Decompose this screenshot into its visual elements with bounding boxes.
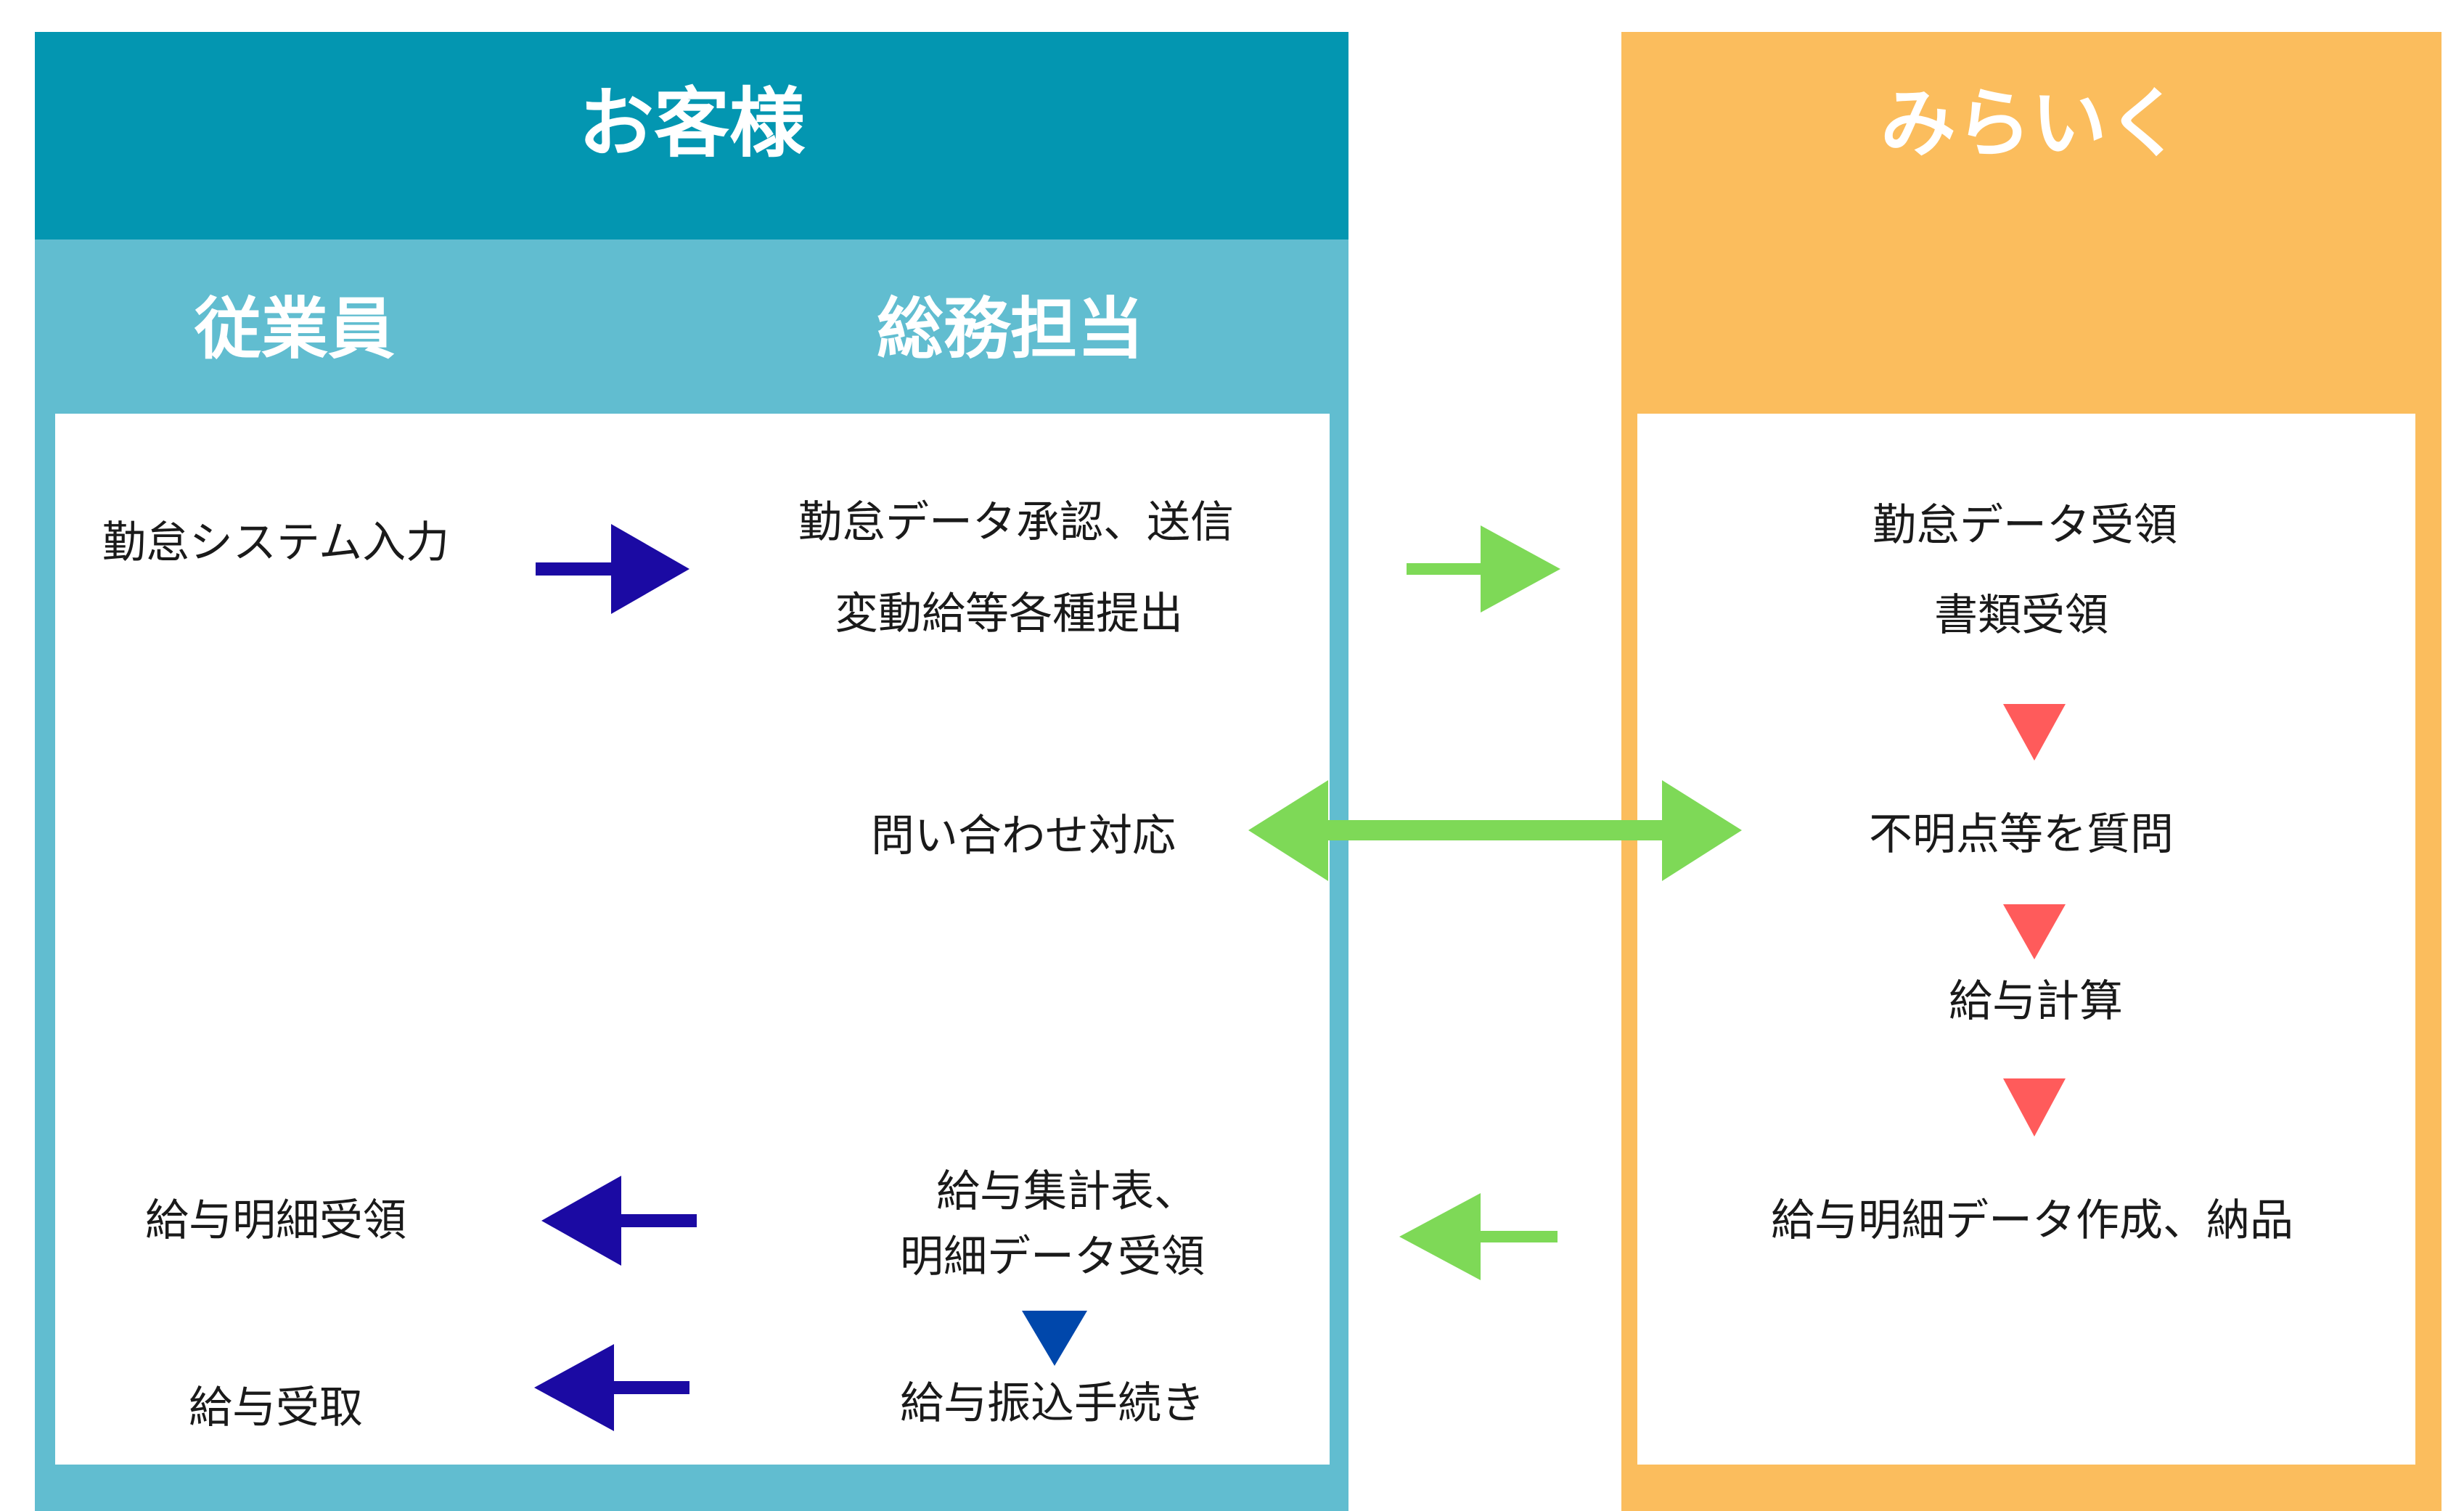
mirai-payslip-creation: 給与明細データ作成、納品: [1771, 1195, 2293, 1246]
mirai-title: みらいく: [1880, 79, 2182, 168]
arrow-right-icon: [536, 524, 689, 614]
employee-header: 従業員: [194, 290, 395, 368]
mirai-payroll-calculation: 給与計算: [1949, 976, 2123, 1027]
general-affairs-header: 総務担当: [876, 290, 1144, 368]
mirai-attendance-receipt: 勤怠データ受領: [1872, 500, 2177, 551]
mirai-questions: 不明点等を質問: [1869, 809, 2174, 860]
ga-transfer-procedure: 給与振込手続き: [900, 1378, 1205, 1429]
ga-summary-receipt-line2: 明細データ受領: [900, 1232, 1205, 1282]
customer-content-area: [55, 414, 1330, 1465]
arrow-left-icon: [1399, 1193, 1558, 1280]
ga-inquiry-response: 問い合わせ対応: [871, 811, 1176, 861]
ga-attendance-approval: 勤怠データ承認、送信: [798, 497, 1234, 548]
ga-variable-submission: 変動給等各種提出: [835, 589, 1183, 639]
double-arrow-icon: [1248, 780, 1742, 881]
employee-attendance-input: 勤怠システム入力: [102, 517, 450, 568]
arrow-down-icon: [2003, 1078, 2066, 1137]
arrow-down-icon: [2003, 704, 2066, 761]
ga-summary-receipt-line1: 給与集計表、: [936, 1166, 1198, 1217]
arrow-right-icon: [1407, 525, 1560, 613]
arrow-left-icon: [541, 1176, 697, 1266]
mirai-documents-receipt: 書類受領: [1934, 590, 2108, 641]
arrow-down-icon: [1022, 1311, 1087, 1366]
arrow-left-icon: [534, 1344, 689, 1431]
customer-header: [35, 32, 1348, 239]
employee-salary-receipt: 給与受取: [189, 1383, 363, 1433]
customer-title: お客様: [578, 79, 805, 168]
arrow-down-icon: [2003, 904, 2066, 959]
employee-payslip-receipt: 給与明細受領: [145, 1195, 406, 1246]
